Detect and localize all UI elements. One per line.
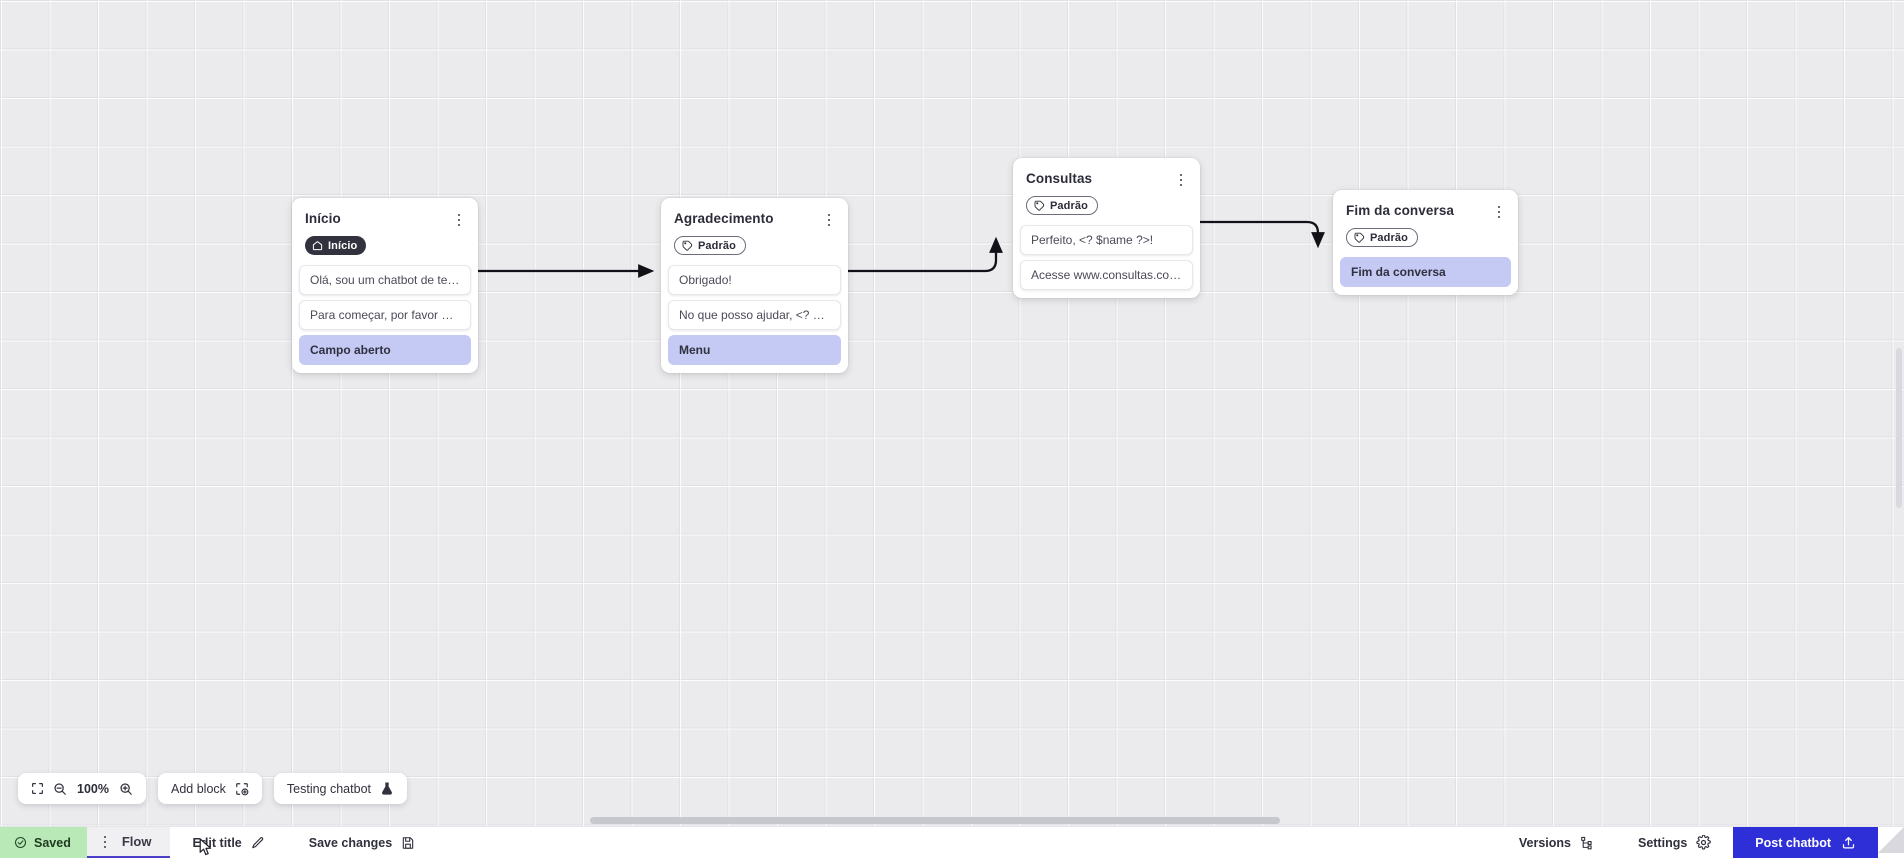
node-message[interactable]: Perfeito, <? $name ?>! <box>1020 225 1193 255</box>
flow-node-fim-da-conversa[interactable]: Fim da conversa Padrão Fim da conversa <box>1333 190 1518 295</box>
more-vertical-icon[interactable] <box>1491 203 1507 221</box>
node-message[interactable]: Olá, sou um chatbot de teste! <box>299 265 471 295</box>
add-block-label: Add block <box>171 781 226 796</box>
edit-title-label: Edit title <box>192 835 242 850</box>
more-vertical-icon[interactable] <box>97 833 113 851</box>
flow-node-consultas[interactable]: Consultas Padrão Perfeito, <? $name ?>! … <box>1013 158 1200 298</box>
node-message[interactable]: Acesse www.consultas.com par... <box>1020 260 1193 290</box>
node-messages: Fim da conversa <box>1333 257 1518 295</box>
more-vertical-icon[interactable] <box>451 211 467 229</box>
testing-chatbot-button[interactable]: Testing chatbot <box>273 773 407 804</box>
branch-icon <box>1581 836 1592 849</box>
node-header: Fim da conversa <box>1333 190 1518 221</box>
horizontal-scrollbar[interactable] <box>0 815 1904 826</box>
versions-button[interactable]: Versions <box>1497 827 1616 858</box>
flow-connectors <box>478 220 1325 278</box>
add-block-button[interactable]: Add block <box>158 773 262 804</box>
more-vertical-icon[interactable] <box>821 211 837 229</box>
node-badge-label: Padrão <box>1050 199 1088 212</box>
node-badge-row: Padrão <box>1333 221 1518 257</box>
post-chatbot-label: Post chatbot <box>1755 835 1831 850</box>
bottom-status-bar: Saved Flow Edit title Save changes <box>0 826 1904 858</box>
check-circle-icon <box>14 836 27 849</box>
node-message-accent[interactable]: Menu <box>668 335 841 365</box>
node-title: Agradecimento <box>674 211 774 226</box>
gear-icon <box>1696 835 1712 850</box>
saved-label: Saved <box>34 835 71 850</box>
versions-label: Versions <box>1518 835 1571 850</box>
node-message[interactable]: Para começar, por favor digite o ... <box>299 300 471 330</box>
settings-button[interactable]: Settings <box>1616 827 1733 858</box>
zoom-level-value: 100% <box>77 781 109 796</box>
vertical-scrollbar[interactable] <box>1894 0 1904 826</box>
node-message-accent[interactable]: Fim da conversa <box>1340 257 1511 287</box>
flow-canvas[interactable]: Início Início Olá, sou um chatbot de tes… <box>0 0 1904 826</box>
node-badge-row: Início <box>292 229 478 265</box>
flow-node-agradecimento[interactable]: Agradecimento Padrão Obrigado! No que po… <box>661 198 848 373</box>
node-badge-row: Padrão <box>661 229 848 265</box>
tag-icon <box>682 240 693 251</box>
edit-title-button[interactable]: Edit title <box>170 827 286 858</box>
edge-consultas-fim <box>1198 220 1325 249</box>
home-icon <box>312 241 323 251</box>
node-messages: Olá, sou um chatbot de teste! Para começ… <box>292 265 478 373</box>
horizontal-scrollbar-thumb[interactable] <box>590 817 1280 824</box>
tab-flow[interactable]: Flow <box>86 827 212 858</box>
zoom-controls: 100% <box>18 773 146 804</box>
node-messages: Perfeito, <? $name ?>! Acesse www.consul… <box>1013 225 1200 298</box>
floppy-disk-icon <box>402 836 414 849</box>
canvas-toolbar: 100% Add block Testing <box>18 773 407 804</box>
node-badge-label: Padrão <box>698 239 736 252</box>
upload-icon <box>1842 837 1855 849</box>
node-title: Início <box>305 211 341 226</box>
flask-icon <box>380 781 394 796</box>
node-badge-row: Padrão <box>1013 189 1200 225</box>
settings-label: Settings <box>1637 835 1688 850</box>
node-header: Consultas <box>1013 158 1200 189</box>
fit-screen-icon[interactable] <box>31 782 44 795</box>
node-message[interactable]: Obrigado! <box>668 265 841 295</box>
tab-flow-label: Flow <box>121 834 152 849</box>
more-vertical-icon[interactable] <box>1173 171 1189 189</box>
node-badge-padrao[interactable]: Padrão <box>1026 196 1098 215</box>
tag-icon <box>1034 200 1045 211</box>
node-header: Início <box>292 198 478 229</box>
vertical-scrollbar-thumb[interactable] <box>1896 348 1902 508</box>
add-block-icon <box>235 782 249 796</box>
pencil-icon <box>251 836 264 848</box>
flow-node-inicio[interactable]: Início Início Olá, sou um chatbot de tes… <box>292 198 478 373</box>
node-badge-padrao[interactable]: Padrão <box>674 236 746 255</box>
node-title: Fim da conversa <box>1346 203 1455 218</box>
resize-corner-icon <box>1878 827 1904 853</box>
save-changes-label: Save changes <box>308 835 393 850</box>
node-badge-padrao[interactable]: Padrão <box>1346 228 1418 247</box>
node-header: Agradecimento <box>661 198 848 229</box>
testing-chatbot-label: Testing chatbot <box>286 781 371 796</box>
node-message-accent[interactable]: Campo aberto <box>299 335 471 365</box>
saved-status-badge: Saved <box>0 827 87 858</box>
post-chatbot-wrapper: Post chatbot <box>1733 827 1904 858</box>
tag-icon <box>1354 232 1365 243</box>
node-badge-inicio[interactable]: Início <box>305 236 367 255</box>
save-changes-button[interactable]: Save changes <box>287 827 437 858</box>
node-badge-label: Início <box>328 239 358 252</box>
zoom-in-icon[interactable] <box>119 782 133 796</box>
status-bar-right: Versions Settings Post chatbot <box>1497 827 1904 858</box>
node-badge-label: Padrão <box>1370 231 1408 244</box>
edge-agradecimento-consultas <box>846 236 1003 273</box>
zoom-out-icon[interactable] <box>53 782 67 796</box>
post-chatbot-button[interactable]: Post chatbot <box>1733 827 1878 858</box>
node-message[interactable]: No que posso ajudar, <? $name ... <box>668 300 841 330</box>
node-title: Consultas <box>1026 171 1093 186</box>
node-messages: Obrigado! No que posso ajudar, <? $name … <box>661 265 848 373</box>
